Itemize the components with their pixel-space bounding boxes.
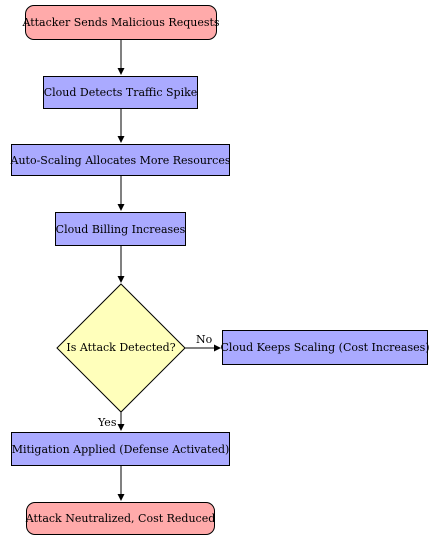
node-keep-scaling: Cloud Keeps Scaling (Cost Increases) bbox=[220, 330, 430, 365]
node-billing-label: Cloud Billing Increases bbox=[55, 222, 186, 236]
node-detect-spike-label: Cloud Detects Traffic Spike bbox=[43, 86, 198, 99]
node-mitigation-label: Mitigation Applied (Defense Activated) bbox=[11, 442, 230, 456]
node-end: Attack Neutralized, Cost Reduced bbox=[26, 502, 215, 535]
node-keep-scaling-label: Cloud Keeps Scaling (Cost Increases) bbox=[220, 341, 430, 354]
node-start: Attacker Sends Malicious Requests bbox=[22, 5, 220, 40]
node-autoscaling: Auto-Scaling Allocates More Resources bbox=[11, 144, 230, 176]
node-billing: Cloud Billing Increases bbox=[55, 212, 186, 246]
node-start-label: Attacker Sends Malicious Requests bbox=[22, 16, 220, 29]
node-autoscaling-label: Auto-Scaling Allocates More Resources bbox=[10, 153, 231, 167]
node-mitigation: Mitigation Applied (Defense Activated) bbox=[11, 432, 230, 466]
node-detect-spike: Cloud Detects Traffic Spike bbox=[43, 76, 198, 109]
edge-label-yes: Yes bbox=[98, 416, 117, 429]
node-decision-label: Is Attack Detected? bbox=[66, 341, 176, 354]
edge-label-no: No bbox=[196, 333, 213, 346]
node-end-label: Attack Neutralized, Cost Reduced bbox=[25, 512, 216, 525]
